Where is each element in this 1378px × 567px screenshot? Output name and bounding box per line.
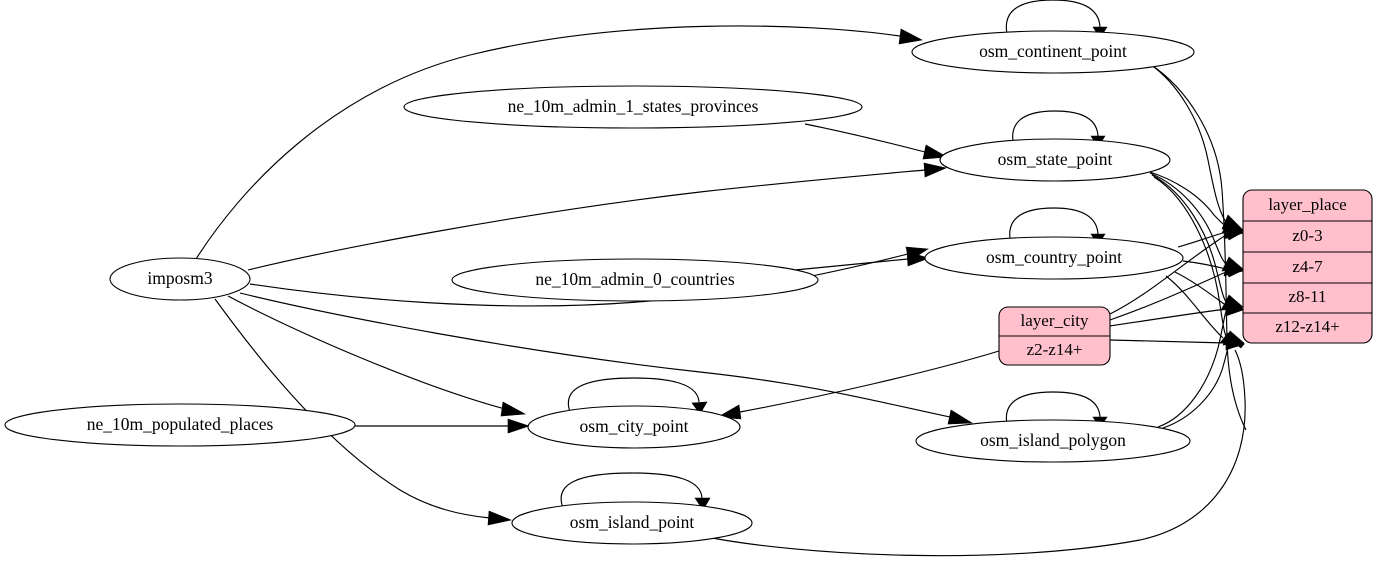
- node-ne_countries-label: ne_10m_admin_0_countries: [535, 269, 734, 289]
- node-osm_island_point-label: osm_island_point: [570, 512, 695, 532]
- node-ne_states-shape[interactable]: [403, 85, 863, 129]
- node-osm_country_point[interactable]: osm_country_point: [924, 236, 1184, 280]
- edge-osm_state_point-to-layer_place-z8-11: [1151, 174, 1244, 310]
- edge-osm_island_point-to-layer_place-z12-z14: [701, 339, 1246, 557]
- layer_city-row-z2-z14-label: z2-z14+: [1027, 340, 1083, 359]
- edge-imposm3-to-osm_continent_point: [195, 25, 923, 260]
- node-ne_populated-shape[interactable]: [4, 403, 356, 447]
- edge-layer_city-to-layer_place-z4-7: [1109, 265, 1244, 321]
- edge-layer: [195, 0, 1247, 557]
- node-osm_continent_point-label: osm_continent_point: [979, 41, 1127, 61]
- edge-imposm3-to-osm_state_point: [247, 162, 947, 271]
- edge-ne_states-to-osm_state_point: [804, 123, 948, 160]
- edge-osm_island_polygon-to-layer_place-z8-11: [1157, 299, 1244, 428]
- node-osm_island_polygon[interactable]: osm_island_polygon: [915, 419, 1191, 463]
- node-layer_place[interactable]: layer_place z0-3 z4-7 z8-11 z12-z14+: [1242, 189, 1373, 344]
- node-osm_city_point-shape[interactable]: [527, 405, 741, 449]
- self-loop-osm_island_point: [560, 472, 711, 511]
- layer_place-row-z4-7-label: z4-7: [1292, 257, 1323, 276]
- edge-layer_city-to-layer_place-z0-3: [1109, 228, 1244, 315]
- node-layer: imposm3 ne_10m_admin_1_states_provinces …: [4, 30, 1373, 545]
- node-ne_countries-shape[interactable]: [451, 258, 819, 302]
- node-ne_populated-label: ne_10m_populated_places: [87, 414, 274, 434]
- node-imposm3-shape[interactable]: [109, 257, 251, 301]
- node-osm_state_point[interactable]: osm_state_point: [939, 138, 1171, 182]
- node-ne_10m_populated_places[interactable]: ne_10m_populated_places: [4, 403, 356, 447]
- layer_city-header-label: layer_city: [1021, 311, 1089, 330]
- node-osm_island_polygon-label: osm_island_polygon: [980, 430, 1126, 450]
- node-osm_state_point-label: osm_state_point: [998, 149, 1113, 169]
- edge-imposm3-to-osm_city_point: [227, 295, 527, 417]
- layer_place-row-z12-z14-label: z12-z14+: [1275, 317, 1339, 336]
- node-ne_states-label: ne_10m_admin_1_states_provinces: [508, 96, 759, 116]
- node-osm_island_polygon-shape[interactable]: [915, 419, 1191, 463]
- node-osm_city_point[interactable]: osm_city_point: [527, 405, 741, 449]
- node-osm_continent_point-shape[interactable]: [911, 30, 1195, 74]
- node-layer_place-shape[interactable]: [1242, 189, 1373, 344]
- edge-imposm3-to-osm_island_point: [214, 298, 513, 526]
- node-osm_state_point-shape[interactable]: [939, 138, 1171, 182]
- node-osm_continent_point[interactable]: osm_continent_point: [911, 30, 1195, 74]
- node-osm_country_point-shape[interactable]: [924, 236, 1184, 280]
- layer_place-row-z0-3-label: z0-3: [1292, 226, 1322, 245]
- node-osm_island_point[interactable]: osm_island_point: [511, 501, 753, 545]
- layer_place-row-z8-11-label: z8-11: [1288, 287, 1326, 306]
- node-osm_island_point-shape[interactable]: [511, 501, 753, 545]
- self-loop-osm_city_point: [567, 377, 708, 415]
- node-ne_10m_admin_0_countries[interactable]: ne_10m_admin_0_countries: [451, 258, 819, 302]
- node-layer_city[interactable]: layer_city z2-z14+: [998, 306, 1111, 366]
- layer_place-header-label: layer_place: [1268, 195, 1346, 214]
- edge-ne_populated-to-osm_city_point: [355, 418, 530, 434]
- edge-layer_city-to-osm_city_point: [717, 350, 1000, 420]
- edge-ne_countries-to-osm_country_point: [794, 251, 930, 271]
- node-osm_country_point-label: osm_country_point: [986, 247, 1122, 267]
- edge-osm_island_polygon-to-layer_place-z12-z14: [1162, 336, 1245, 429]
- node-imposm3-label: imposm3: [147, 268, 212, 288]
- edge-imposm3-to-osm_island_polygon: [239, 292, 973, 425]
- node-imposm3[interactable]: imposm3: [109, 257, 251, 301]
- node-ne_10m_admin_1_states_provinces[interactable]: ne_10m_admin_1_states_provinces: [403, 85, 863, 129]
- node-osm_city_point-label: osm_city_point: [580, 416, 689, 436]
